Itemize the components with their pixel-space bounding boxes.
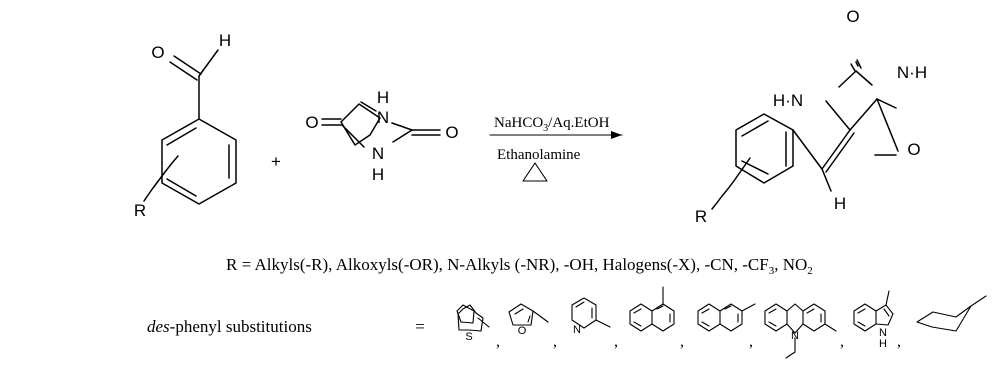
product-substituent-r: R — [695, 207, 707, 226]
reaction-conditions: NaHCO3/Aq.EtOH Ethanolamine — [489, 115, 623, 182]
condition-line-2: Ethanolamine — [497, 147, 581, 163]
heat-triangle-icon — [522, 162, 548, 182]
hydantoin-n-top: N — [377, 108, 389, 127]
indole-nitrogen-label: N — [879, 327, 887, 339]
plus-sign: + — [271, 152, 281, 171]
product-nh-right: N·H — [897, 63, 927, 82]
naphthalen-1-yl-fragment: , — [629, 286, 684, 350]
carbazole-fragment: N , — [764, 303, 844, 359]
separator-6: , — [840, 333, 844, 350]
carbazole-nitrogen-label: N — [791, 330, 799, 342]
product-nh-left: H·N — [773, 91, 803, 110]
furan-oxygen-label: O — [518, 325, 527, 337]
separator-4: , — [680, 333, 684, 350]
thiophene-sulfur-label: S — [465, 331, 472, 343]
r-group-definition: R = Alkyls(-R), Alkoxyls(-OR), N-Alkyls … — [226, 255, 813, 277]
cyclohexyl-fragment — [916, 295, 987, 332]
aldehyde-hydrogen-label: H — [219, 31, 231, 50]
hydantoin-n-bottom: N — [372, 144, 384, 163]
hydantoin-h-bottom: H — [372, 165, 384, 184]
equals-sign: = — [415, 317, 425, 336]
substituent-r-label: R — [134, 201, 146, 220]
indole-fragment: N H , — [853, 290, 901, 350]
aldehyde-oxygen-label: O — [151, 43, 164, 62]
pyridine-nitrogen-label: N — [573, 324, 581, 336]
hydantoin-structure: O N H O N H — [305, 88, 458, 184]
naphthalen-2-yl-fragment: , — [697, 303, 756, 350]
des-phenyl-label: des-phenyl substitutions — [147, 317, 312, 336]
benzaldehyde-structure: O H R — [134, 31, 237, 220]
pyridine-fragment: N , — [571, 297, 618, 350]
separator-1: , — [496, 333, 500, 350]
reaction-arrowhead — [611, 131, 622, 139]
product-vinyl-hydrogen: H — [834, 194, 846, 213]
hydantoin-oxygen-right: O — [445, 123, 458, 142]
hydantoin-h-top: H — [377, 88, 389, 107]
thiophene-fragment: S , — [456, 304, 500, 350]
separator-2: , — [553, 333, 557, 350]
separator-5: , — [749, 333, 753, 350]
indole-hydrogen-label: H — [879, 338, 887, 350]
furan-fragment: O , — [508, 303, 557, 350]
product-structure: O H·N N·H O H R — [695, 7, 927, 226]
product-oxygen-top: O — [846, 7, 859, 26]
separator-7: , — [897, 333, 901, 350]
product-oxygen-right: O — [907, 140, 920, 159]
separator-3: , — [614, 333, 618, 350]
hydantoin-oxygen-left: O — [305, 113, 318, 132]
condition-line-1: NaHCO3/Aq.EtOH — [494, 115, 610, 134]
